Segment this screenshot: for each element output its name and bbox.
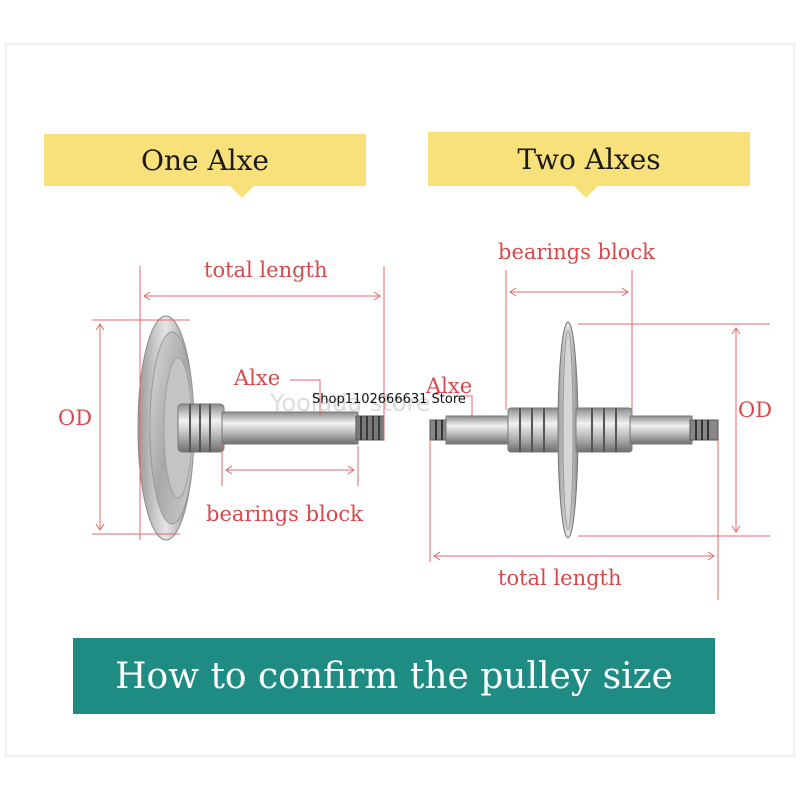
store-name-overlay: Shop1102666631 Store [312,392,466,407]
watermark-text: Yoolada store [270,389,431,417]
one-axle-dimensions [92,266,385,540]
how-to-banner: How to confirm the pulley size [73,638,715,714]
one-axle-total-length-label: total length [204,258,328,282]
two-axles-title: Two Alxes [428,132,750,198]
two-axles-pulley [429,321,719,539]
one-axle-bearings-block-label: bearings block [206,502,363,526]
one-axle-od-label: OD [58,406,93,430]
one-axle-pulley [137,315,385,541]
two-axles-od-label: OD [738,398,773,422]
two-axles-total-length-label: total length [498,566,622,590]
two-axles-bearings-block-label: bearings block [498,240,655,264]
one-axle-axle-label: Alxe [234,366,281,390]
one-axle-title: One Alxe [44,134,366,198]
two-axles-dimensions [429,270,770,600]
two-axles-axle-label: Alxe [426,374,473,398]
